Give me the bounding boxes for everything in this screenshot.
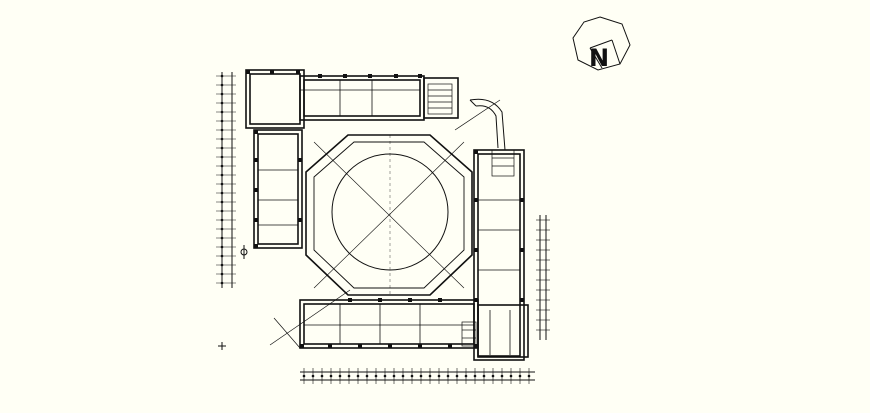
dimension-tick [338, 374, 342, 378]
bottom-dimension-chain [300, 368, 535, 384]
dimension-tick [220, 254, 224, 258]
column [296, 70, 300, 74]
dimension-tick [220, 173, 224, 177]
north-arrow-icon: N [572, 16, 631, 72]
dimension-tick [220, 137, 224, 141]
dimension-tick [347, 374, 351, 378]
column [438, 298, 442, 302]
column [254, 188, 258, 192]
column [418, 344, 422, 348]
dimension-tick [356, 374, 360, 378]
dimension-tick [220, 164, 224, 168]
dimension-tick [220, 209, 224, 213]
column [448, 344, 452, 348]
dimension-tick [437, 374, 441, 378]
dimension-tick [446, 374, 450, 378]
dimension-tick [220, 218, 224, 222]
column [368, 74, 372, 78]
dimension-tick [220, 200, 224, 204]
column [474, 344, 478, 348]
column [388, 344, 392, 348]
central-octagonal-hall [305, 134, 473, 296]
dimension-tick [419, 374, 423, 378]
column [474, 298, 478, 302]
dimension-tick [392, 374, 396, 378]
dimension-tick [410, 374, 414, 378]
column [328, 344, 332, 348]
dimension-tick [365, 374, 369, 378]
dimension-tick [220, 119, 224, 123]
dimension-tick [220, 182, 224, 186]
column [358, 344, 362, 348]
dimension-tick [509, 374, 513, 378]
column [343, 74, 347, 78]
dimension-tick [455, 374, 459, 378]
dimension-tick [220, 227, 224, 231]
dimension-tick [374, 374, 378, 378]
column [300, 344, 304, 348]
dimension-tick [491, 374, 495, 378]
dimension-tick [320, 374, 324, 378]
dimension-tick [428, 374, 432, 378]
column [474, 248, 478, 252]
column [418, 74, 422, 78]
column [254, 158, 258, 162]
dimension-tick [473, 374, 477, 378]
column [408, 298, 412, 302]
structural-columns [246, 70, 524, 348]
dimension-tick [220, 101, 224, 105]
column [520, 198, 524, 202]
dimension-tick [220, 128, 224, 132]
partition-walls [258, 80, 520, 355]
column [298, 218, 302, 222]
column [254, 130, 258, 134]
column [394, 74, 398, 78]
dimension-tick [302, 374, 306, 378]
diagonal-grid-line [269, 99, 501, 349]
staircase [427, 83, 515, 347]
column [318, 74, 322, 78]
dimension-tick [464, 374, 468, 378]
column [246, 70, 250, 74]
curved-entrance [469, 98, 506, 151]
column [474, 198, 478, 202]
dimension-tick [220, 191, 224, 195]
dimension-tick [220, 146, 224, 150]
dimension-tick [220, 155, 224, 159]
dimension-tick [220, 110, 224, 114]
dimension-tick [220, 281, 224, 285]
dimension-tick [383, 374, 387, 378]
left-dimension-chain [216, 72, 236, 288]
dimension-tick [518, 374, 522, 378]
dimension-tick [401, 374, 405, 378]
column [520, 298, 524, 302]
section-marker-icon [218, 245, 248, 350]
column [254, 244, 258, 248]
right-dimension-chain [536, 215, 550, 340]
column [474, 150, 478, 154]
dimension-tick [220, 245, 224, 249]
column [254, 218, 258, 222]
dimension-tick [500, 374, 504, 378]
column [348, 298, 352, 302]
dimension-tick [527, 374, 531, 378]
dimension-tick [220, 236, 224, 240]
dimension-tick [220, 74, 224, 78]
compass-label: N [589, 44, 609, 72]
building-outer-walls [245, 69, 529, 361]
column [270, 70, 274, 74]
column [520, 248, 524, 252]
dimension-tick [220, 92, 224, 96]
column [378, 298, 382, 302]
dimension-tick [311, 374, 315, 378]
dimension-tick [220, 272, 224, 276]
dimension-tick [220, 83, 224, 87]
dimension-tick [482, 374, 486, 378]
dimension-tick [220, 263, 224, 267]
column [298, 158, 302, 162]
dimension-tick [329, 374, 333, 378]
